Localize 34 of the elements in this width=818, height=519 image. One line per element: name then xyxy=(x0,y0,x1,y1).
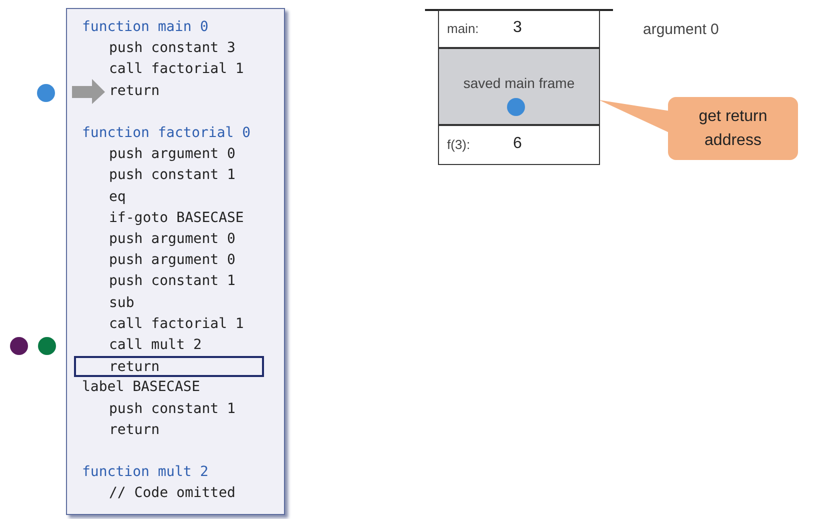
stack-annotation: argument 0 xyxy=(643,21,719,38)
code-line: call factorial 1 xyxy=(109,60,244,78)
function-header: function factorial 0 xyxy=(82,124,251,142)
cell-label: f(3): xyxy=(447,137,470,152)
code-line: push constant 1 xyxy=(109,272,236,290)
stack-cell xyxy=(438,125,600,165)
callout-text: get return address xyxy=(698,106,768,150)
cell-value: 6 xyxy=(513,135,522,153)
stack-cell xyxy=(438,10,600,48)
code-line: if-goto BASECASE xyxy=(109,208,244,227)
code-line: push argument 0 xyxy=(109,145,236,164)
function-header: function main 0 xyxy=(82,18,208,36)
stack-cell xyxy=(438,48,600,125)
code-panel xyxy=(66,8,285,515)
callout-pointer xyxy=(599,100,670,133)
highlight-box xyxy=(74,356,264,378)
code-line: push argument 0 xyxy=(109,230,236,248)
code-line: // Code omitted xyxy=(109,484,236,502)
function-header: function mult 2 xyxy=(82,463,208,482)
cell-label: main: xyxy=(447,21,479,36)
cell-value: 3 xyxy=(513,19,522,37)
code-line: call mult 2 xyxy=(109,336,202,354)
code-line: return xyxy=(109,82,160,100)
code-line: push constant 1 xyxy=(109,166,236,184)
code-line: push constant 1 xyxy=(109,400,236,418)
code-line: return xyxy=(109,420,160,439)
code-line: return xyxy=(109,358,160,376)
code-line: call factorial 1 xyxy=(109,314,244,333)
code-line: push argument 0 xyxy=(109,251,236,270)
code-line: eq xyxy=(109,188,126,206)
code-line: sub xyxy=(109,294,134,312)
code-line: push constant 3 xyxy=(109,39,236,58)
code-line: label BASECASE xyxy=(82,378,200,396)
cell-label: saved main frame xyxy=(462,75,576,91)
